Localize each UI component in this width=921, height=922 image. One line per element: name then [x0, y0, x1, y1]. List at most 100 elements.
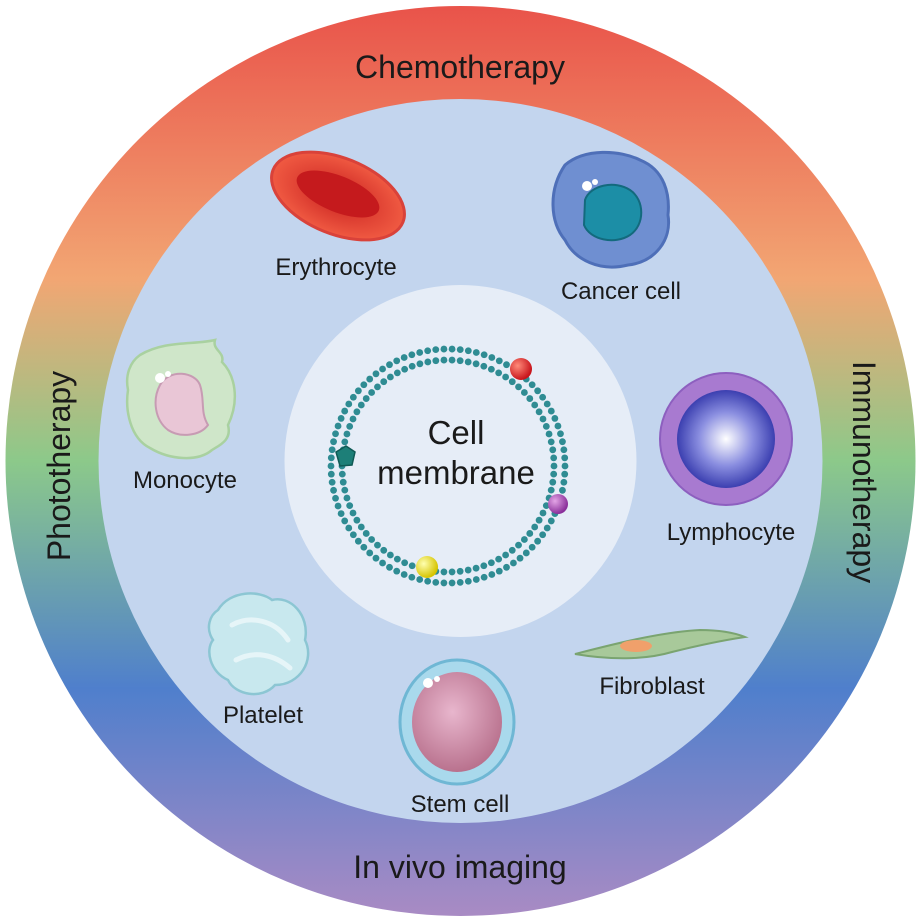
- outer-lipid-head: [328, 478, 336, 486]
- outer-lipid-head: [456, 578, 464, 586]
- erythrocyte-label: Erythrocyte: [275, 254, 396, 281]
- inner-lipid-head: [416, 360, 424, 368]
- red-membrane-protein: [510, 358, 532, 380]
- inner-lipid-head: [338, 470, 346, 478]
- inner-lipid-head: [531, 401, 539, 409]
- erythrocyte-illustration: [270, 150, 406, 242]
- outer-lipid-head: [366, 549, 374, 557]
- outer-lipid-head: [349, 531, 357, 539]
- inner-lipid-head: [432, 357, 440, 365]
- outer-lipid-head: [561, 454, 569, 462]
- inner-lipid-head: [368, 389, 376, 396]
- outer-lipid-head: [557, 430, 564, 438]
- outer-lipid-head: [561, 462, 569, 470]
- inner-lipid-head: [374, 541, 381, 549]
- outer-lipid-head: [372, 370, 380, 378]
- outer-lipid-head: [424, 347, 432, 355]
- outer-lipid-head: [416, 576, 424, 583]
- inner-lipid-head: [448, 568, 456, 576]
- inner-lipid-head: [440, 568, 448, 576]
- fibroblast-label: Fibroblast: [599, 673, 705, 700]
- outer-lipid-head: [366, 375, 374, 383]
- outer-lipid-head: [561, 470, 569, 478]
- outer-lipid-head: [393, 357, 401, 365]
- yellow-membrane-protein: [416, 556, 438, 578]
- inner-lipid-head: [472, 564, 480, 572]
- inner-lipid-head: [362, 395, 370, 402]
- center-title-line2: membrane: [377, 454, 535, 491]
- inner-lipid-head: [408, 362, 416, 370]
- outer-lipid-head: [534, 387, 542, 395]
- outer-lipid-head: [337, 510, 345, 517]
- inner-lipid-head: [487, 365, 495, 373]
- ring-label-bottom: In vivo imaging: [353, 849, 566, 885]
- inner-lipid-head: [508, 378, 516, 386]
- inner-lipid-head: [464, 358, 472, 366]
- inner-lipid-head: [502, 373, 510, 381]
- outer-lipid-head: [327, 462, 335, 470]
- inner-lipid-head: [531, 523, 539, 531]
- inner-lipid-head: [480, 562, 488, 570]
- inner-lipid-head: [380, 546, 388, 554]
- inner-lipid-head: [456, 567, 464, 575]
- inner-lipid-head: [353, 516, 361, 524]
- purple-membrane-protein: [548, 494, 568, 514]
- outer-lipid-head: [393, 567, 401, 575]
- ring-label-top: Chemotherapy: [355, 49, 565, 85]
- outer-lipid-head: [464, 577, 472, 585]
- outer-lipid-head: [554, 422, 562, 430]
- inner-lipid-head: [346, 422, 354, 430]
- inner-lipid-head: [357, 401, 365, 409]
- inner-lipid-head: [550, 470, 558, 478]
- outer-lipid-head: [408, 351, 416, 359]
- outer-lipid-head: [559, 486, 566, 494]
- outer-lipid-head: [424, 577, 432, 585]
- inner-lipid-head: [401, 365, 409, 373]
- inner-lipid-head: [535, 408, 543, 416]
- outer-lipid-head: [539, 393, 547, 401]
- ring-label-left: Phototherapy: [41, 371, 77, 561]
- outer-lipid-head: [334, 502, 342, 510]
- inner-lipid-head: [502, 551, 510, 559]
- platelet-label: Platelet: [223, 702, 303, 729]
- outer-lipid-head: [432, 346, 440, 354]
- outer-lipid-head: [432, 578, 440, 586]
- outer-lipid-head: [330, 438, 337, 446]
- lymphocyte-label: Lymphocyte: [667, 519, 796, 546]
- inner-lipid-head: [549, 446, 557, 454]
- outer-lipid-head: [503, 563, 510, 571]
- outer-lipid-head: [379, 559, 386, 567]
- outer-lipid-head: [543, 524, 551, 532]
- inner-lipid-head: [535, 516, 543, 524]
- inner-lipid-head: [472, 360, 480, 368]
- outer-lipid-head: [440, 345, 448, 353]
- inner-lipid-head: [343, 494, 351, 502]
- inner-lipid-head: [547, 438, 555, 446]
- outer-lipid-head: [372, 554, 380, 562]
- inner-lipid-head: [515, 541, 522, 549]
- outer-lipid-head: [341, 407, 349, 415]
- outer-lipid-head: [480, 573, 488, 581]
- outer-lipid-head: [386, 361, 393, 369]
- inner-lipid-head: [380, 378, 388, 386]
- center-disc: [284, 285, 637, 637]
- inner-lipid-head: [526, 395, 534, 402]
- inner-lipid-head: [341, 438, 349, 446]
- outer-lipid-head: [534, 537, 542, 545]
- outer-lipid-head: [408, 573, 416, 581]
- inner-lipid-head: [374, 383, 381, 391]
- inner-lipid-head: [353, 408, 361, 416]
- outer-lipid-head: [480, 351, 488, 359]
- outer-lipid-head: [472, 349, 480, 356]
- inner-lipid-head: [440, 356, 448, 364]
- inner-lipid-head: [346, 502, 354, 510]
- outer-lipid-head: [332, 494, 339, 502]
- inner-lipid-head: [487, 559, 495, 567]
- inner-lipid-head: [424, 358, 432, 366]
- outer-lipid-head: [522, 549, 530, 557]
- outer-lipid-head: [360, 381, 368, 389]
- ring-label-right: Immunotherapy: [846, 361, 882, 583]
- outer-lipid-head: [488, 354, 496, 361]
- inner-lipid-head: [508, 546, 516, 554]
